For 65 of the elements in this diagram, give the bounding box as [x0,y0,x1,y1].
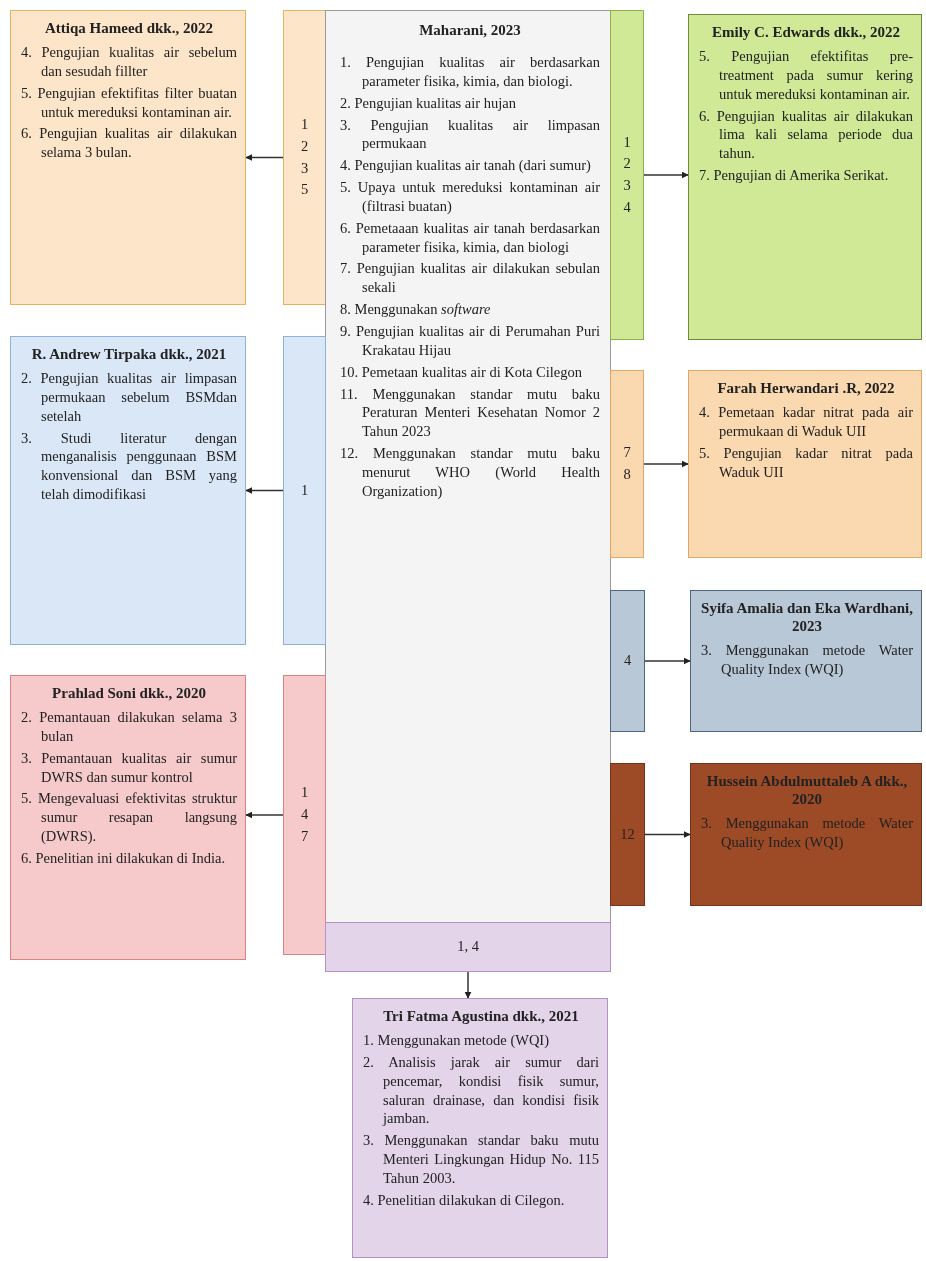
arrow [464,971,472,999]
author-heading: Emily C. Edwards dkk., 2022 [711,23,901,41]
list-item: 2. Pengujian kualitas air hujan [340,93,517,113]
list-item: 2. Pemantauan dilakukan selama 3 bulan [21,708,237,746]
list-item: 2. Analisis jarak air sumur dari pencemar, kondisi fisik sumur, saluran drainase, dan kondisi fisik jamban. [363,1052,599,1129]
arrow [245,154,284,161]
list-item: 6. Pengujian kualitas air dilakukan selama 3 bulan. [21,124,237,163]
list-item: 6. Pemetaaan kualitas air tanah berdasarkan parameter fisika, kimia, dan biologi [340,218,600,257]
main-study-box [325,10,611,923]
list-item: 3. Menggunakan metode Water Quality Index (WQI) [701,814,913,852]
arrow [245,811,284,819]
list-item: 3. Pengujian kualitas air limpasan permukaan [340,115,600,154]
study-box [10,336,246,645]
author-heading: Prahlad Soni dkk., 2020 [51,684,207,702]
list-item: 2. Pengujian kualitas air limpasan permukaan sebelum BSMdan setelah [21,369,237,426]
study-box [690,763,922,906]
list-item: 3. Studi literatur dengan menganalisis penggunaan BSM konvensional dan BSM yang telah dimodifikasi [21,428,237,504]
arrow [643,171,689,179]
list-item: 1. Menggunakan metode (WQI) [363,1031,551,1050]
author-heading: Farah Herwandari .R, 2022 [716,379,896,397]
list-item: 5. Pengujian kadar nitrat pada Waduk UII [699,443,913,482]
reference-number-tab: 1 [283,336,326,645]
list-item: 12. Menggunakan standar mutu baku menurut WHO (World Health Organization) [340,444,600,501]
author-heading: Syifa Amalia dan Eka Wardhani, 2023 [701,599,913,635]
list-item: 5. Mengevaluasi efektivitas struktur sumur resapan langsung (DWRS). [21,789,237,846]
list-item: 3. Pemantauan kualitas air sumur DWRS dan sumur kontrol [21,748,237,787]
author-heading: Attiqa Hameed dkk., 2022 [44,19,214,37]
author-heading: Hussein Abdulmuttaleb A dkk., 2020 [705,772,909,808]
study-box [10,10,246,305]
reference-number-tab: 7 8 [610,370,644,558]
list-item: 3. Menggunakan metode Water Quality Index (WQI) [701,641,913,679]
study-box [688,370,922,558]
arrow [644,831,691,838]
study-box [688,14,922,340]
study-box [10,675,246,960]
author-heading: R. Andrew Tirpaka dkk., 2021 [30,345,228,363]
list-item: 3. Menggunakan standar baku mutu Menteri Lingkungan Hidup No. 115 Tahun 2003. [363,1131,599,1188]
list-item: 7. Pengujian di Amerika Serikat. [699,166,890,185]
list-item: 1. Pengujian kualitas air berdasarkan parameter fisika, kimia, dan biologi. [340,53,600,91]
reference-number-tab: 1 2 3 4 [610,10,644,340]
list-item: 8. Menggunakan software [340,300,492,319]
study-box [690,590,922,732]
list-item: 4. Pengujian kualitas air tanah (dari sumur) [340,156,592,176]
list-item: 6. Penelitian ini dilakukan di India. [21,848,227,868]
list-item: 4. Pemetaan kadar nitrat pada air permukaan di Waduk UII [699,403,913,441]
list-item: 11. Menggunakan standar mutu baku Peraturan Menteri Kesehatan Nomor 2 Tahun 2023 [340,384,600,442]
study-box [352,998,608,1258]
list-item: 5. Upaya untuk mereduksi kontaminan air (filtrasi buatan) [340,178,600,216]
arrow [644,657,691,665]
arrow [643,460,689,468]
list-item: 4. Penelitian dilakukan di Cilegon. [363,1190,566,1210]
reference-number-tab: 1 4 7 [283,675,326,955]
reference-number-tab: 4 [610,590,645,732]
list-item: 5. Pengujian efektifitas pre-treatment pada sumur kering untuk mereduksi kontaminan air. [699,47,913,104]
reference-number-tab: 1, 4 [325,922,611,972]
list-item: 10. Pemetaan kualitas air di Kota Cilegon [340,362,583,382]
reference-number-tab: 1 2 3 5 [283,10,326,305]
list-item: 9. Pengujian kualitas air di Perumahan Puri Krakatau Hijau [340,321,600,360]
list-item: 4. Pengujian kualitas air sebelum dan sesudah fillter [21,43,237,81]
author-heading: Maharani, 2023 [418,21,522,39]
list-item: 6. Pengujian kualitas air dilakukan lima kali selama periode dua tahun. [699,106,913,164]
reference-number-tab: 12 [610,763,645,906]
arrow [245,487,284,494]
author-heading: Tri Fatma Agustina dkk., 2021 [382,1007,580,1025]
list-item: 5. Pengujian efektifitas filter buatan untuk mereduksi kontaminan air. [21,83,237,122]
